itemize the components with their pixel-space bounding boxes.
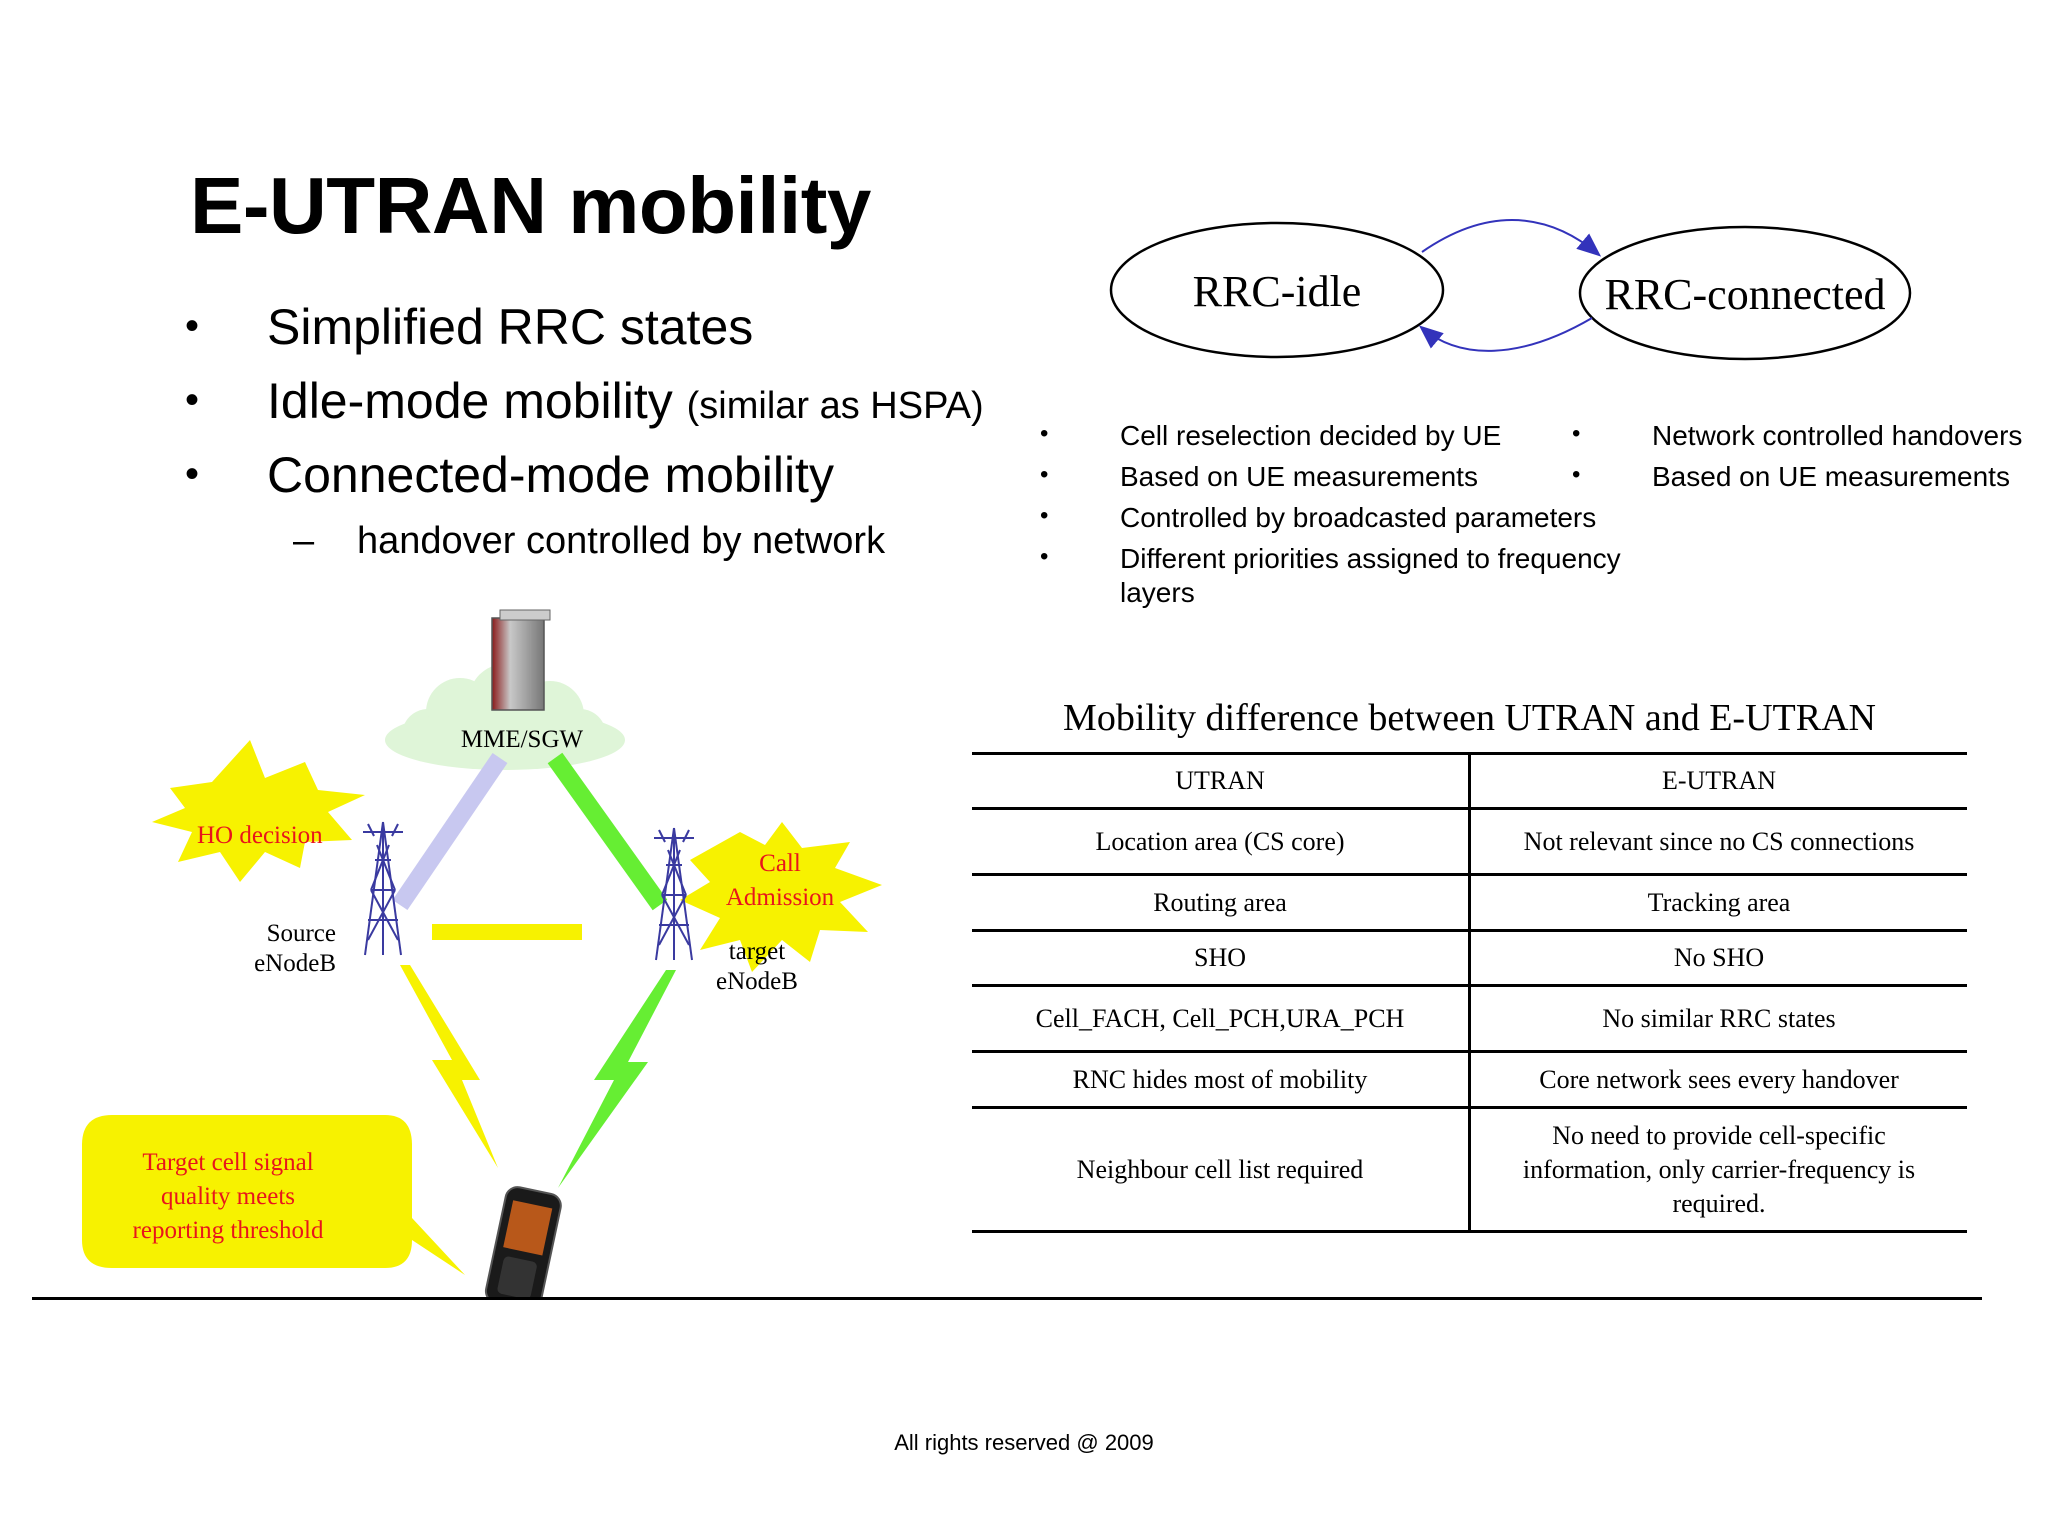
table-header-eutran: E-UTRAN (1661, 766, 1777, 795)
rrc-idle-state (1109, 221, 1445, 359)
bullet-note: (similar as HSPA) (686, 385, 984, 427)
bullet-marker: • (1040, 420, 1049, 447)
bullet-marker: • (1040, 543, 1049, 570)
table-cell-line: information, only carrier-frequency is (1522, 1154, 1916, 1184)
footer-text: All rights reserved @ 2009 (894, 1430, 1154, 1455)
callout-text-line1: Target cell signal (142, 1149, 313, 1176)
bullet-marker: • (1572, 420, 1581, 447)
bullet-marker: • (1040, 502, 1049, 529)
source-tower-icon (363, 821, 403, 956)
mobile-phone-icon (484, 1186, 562, 1300)
table-cell: No similar RRC states (1602, 1003, 1836, 1033)
table-row: Routing area Tracking area (972, 874, 1967, 931)
connected-point-text: Network controlled handovers (1652, 420, 2023, 451)
table-cell: Cell_FACH, Cell_PCH,URA_PCH (972, 985, 1471, 1052)
slide-title: E-UTRAN mobility (190, 161, 871, 250)
table-cell: Tracking area (1647, 887, 1791, 917)
ho-decision-label: HO decision (197, 822, 323, 849)
source-radio-link (400, 965, 498, 1168)
idle-point-text: Cell reselection decided by UE (1120, 420, 1502, 451)
table-cell: RNC hides most of mobility (972, 1051, 1471, 1108)
idle-point-text: Controlled by broadcasted parameters (1120, 502, 1597, 533)
rrc-connected-label: RRC-connected (1604, 270, 1885, 319)
connected-point-text: Based on UE measurements (1652, 461, 2010, 492)
bullet-marker: • (1572, 461, 1581, 488)
target-tower-icon (654, 827, 694, 961)
rrc-state-diagram: RRC-idle RRC-connected (1109, 219, 1912, 361)
table-row: Location area (CS core) Not relevant sin… (972, 808, 1967, 875)
target-label-line1: target (729, 938, 786, 965)
idle-point-text: layers (1120, 577, 1195, 608)
connected-to-idle-arrow (1418, 317, 1593, 352)
idle-point-text: Different priorities assigned to frequen… (1120, 543, 1621, 574)
table-header-row: UTRAN E-UTRAN (972, 753, 1967, 809)
target-core-link (547, 752, 668, 911)
table-title: Mobility difference between UTRAN and E-… (1063, 697, 1876, 739)
bullet-text: Simplified RRC states (267, 299, 754, 355)
rrc-idle-label: RRC-idle (1193, 267, 1362, 316)
table-row: Neighbour cell list required No need to … (972, 1107, 1968, 1232)
bullet-main-text: Idle-mode mobility (267, 373, 673, 429)
bullet-text: Idle-mode mobility (similar as HSPA) (267, 372, 984, 430)
core-label: MME/SGW (461, 726, 584, 753)
table-row: Cell_FACH, Cell_PCH,URA_PCH No similar R… (972, 985, 1967, 1052)
sub-bullet-text: handover controlled by network (357, 520, 886, 562)
source-label-line2: eNodeB (254, 950, 336, 977)
bullet-marker: • (185, 452, 200, 496)
idle-to-connected-arrow (1421, 219, 1602, 257)
ho-decision-burst (152, 740, 365, 882)
x2-link (432, 924, 582, 940)
table-cell: Core network sees every handover (1539, 1064, 1899, 1094)
source-core-link (392, 752, 508, 911)
call-admission-burst (680, 822, 882, 972)
table-cell: Not relevant since no CS connections (1523, 826, 1915, 856)
target-radio-link (558, 970, 676, 1188)
table-cell: SHO (972, 930, 1471, 986)
table-row: SHO No SHO (972, 930, 1967, 986)
table-cell: Neighbour cell list required (972, 1107, 1471, 1232)
mobility-table: UTRAN E-UTRAN Location area (CS core) No… (972, 752, 1967, 1233)
callout-text-line2: quality meets (161, 1183, 295, 1210)
table-cell: Routing area (972, 874, 1471, 931)
bullet-marker: • (1040, 461, 1049, 488)
callout-text-line3: reporting threshold (133, 1217, 324, 1244)
call-admission-label-line2: Admission (726, 884, 835, 911)
callout-bubble (82, 1115, 465, 1275)
server-icon (491, 609, 551, 711)
bullet-text: Connected-mode mobility (267, 447, 834, 503)
bullet-marker: • (185, 304, 200, 348)
target-label-line2: eNodeB (716, 968, 798, 995)
table-cell-line: required. (1672, 1188, 1766, 1218)
source-label-line1: Source (267, 920, 336, 947)
dash-marker: – (293, 520, 315, 562)
table-cell: Location area (CS core) (972, 808, 1471, 875)
table-row: RNC hides most of mobility Core network … (972, 1051, 1967, 1108)
call-admission-label-line1: Call (759, 850, 801, 877)
table-cell-line: No need to provide cell-specific (1552, 1120, 1886, 1150)
idle-point-text: Based on UE measurements (1120, 461, 1478, 492)
bullet-marker: • (185, 378, 200, 422)
rrc-connected-state (1578, 225, 1912, 361)
table-cell: No SHO (1673, 943, 1765, 972)
table-header-utran: UTRAN (972, 753, 1471, 809)
bottom-divider (32, 1297, 1982, 1300)
handover-diagram: MME/SGW (82, 609, 882, 1300)
table-cell-multiline: No need to provide cell-specific informa… (1470, 1108, 1968, 1232)
